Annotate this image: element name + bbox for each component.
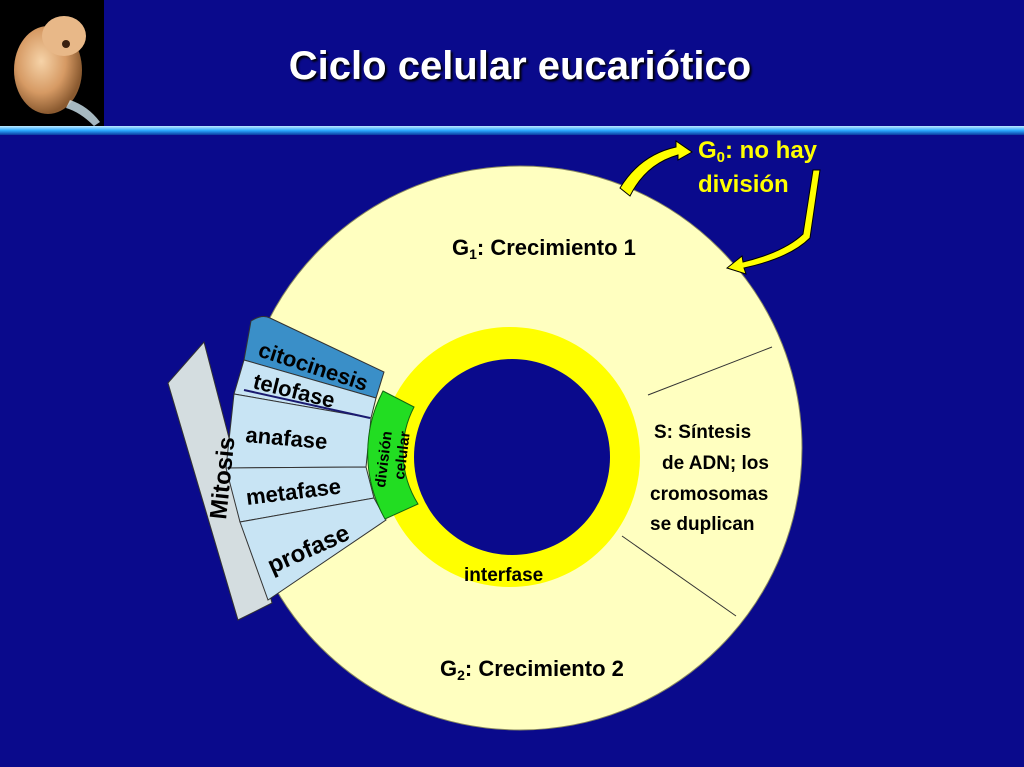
mitosis-band [167,340,273,621]
g1-label: G1: Crecimiento 1 [452,235,636,262]
cytokinesis-wedge [243,316,385,399]
g2-label: G2: Crecimiento 2 [440,656,624,683]
prophase-wedge [239,497,387,601]
header-divider [0,126,1024,135]
s-phase-line3: cromosomas [650,484,768,505]
s-phase-line2: de ADN; los [662,453,769,474]
cell-division-label-1: división [372,430,396,488]
g0-arrow-out [619,140,693,197]
g0-label: G0: no hay [698,137,818,166]
embryo-image [0,0,104,127]
g0-arrow-in [725,169,821,275]
s-phase-line4: se duplican [650,514,755,535]
cell-division-segment [367,390,419,520]
s-phase-upper-boundary [647,346,773,396]
cell-division-label-2: celular [391,430,414,480]
s-phase-lower-boundary [621,535,737,617]
page-title: Ciclo celular eucariótico [288,44,752,88]
interphase-label: interfase [464,565,543,586]
g0-label-line2: división [698,171,789,198]
s-phase-line1: S: Síntesis [654,422,751,443]
inner-hole [414,359,610,555]
